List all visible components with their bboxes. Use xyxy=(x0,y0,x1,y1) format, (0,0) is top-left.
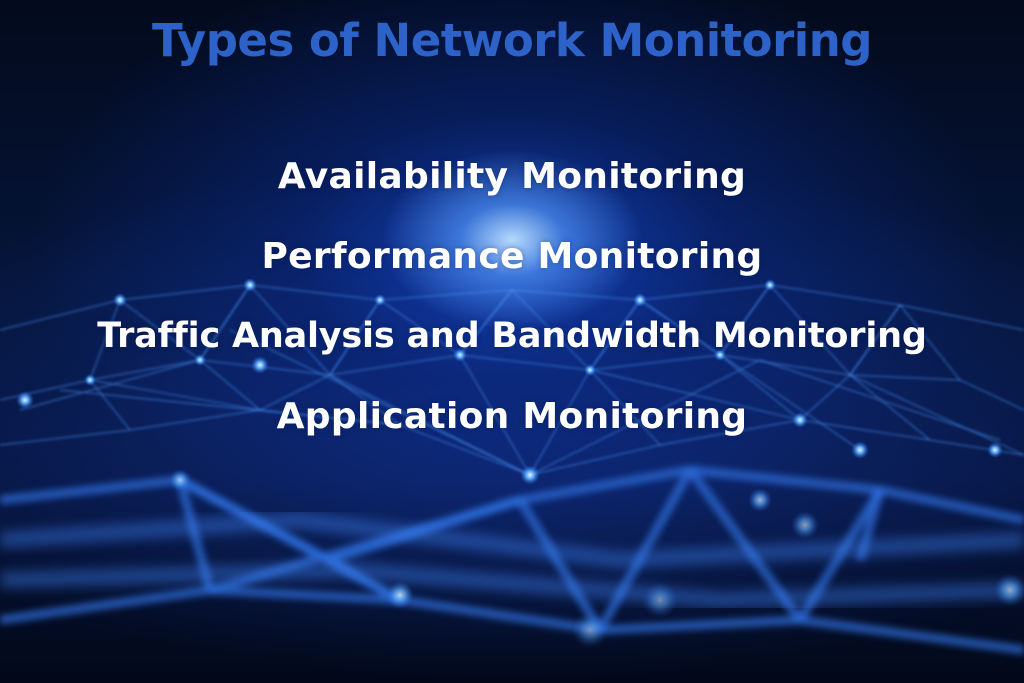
page-title: Types of Network Monitoring xyxy=(152,14,872,67)
monitoring-type-performance: Performance Monitoring xyxy=(261,236,763,277)
monitoring-type-application: Application Monitoring xyxy=(276,396,748,437)
monitoring-type-availability: Availability Monitoring xyxy=(277,156,747,197)
monitoring-type-traffic-bandwidth: Traffic Analysis and Bandwidth Monitorin… xyxy=(97,316,927,356)
